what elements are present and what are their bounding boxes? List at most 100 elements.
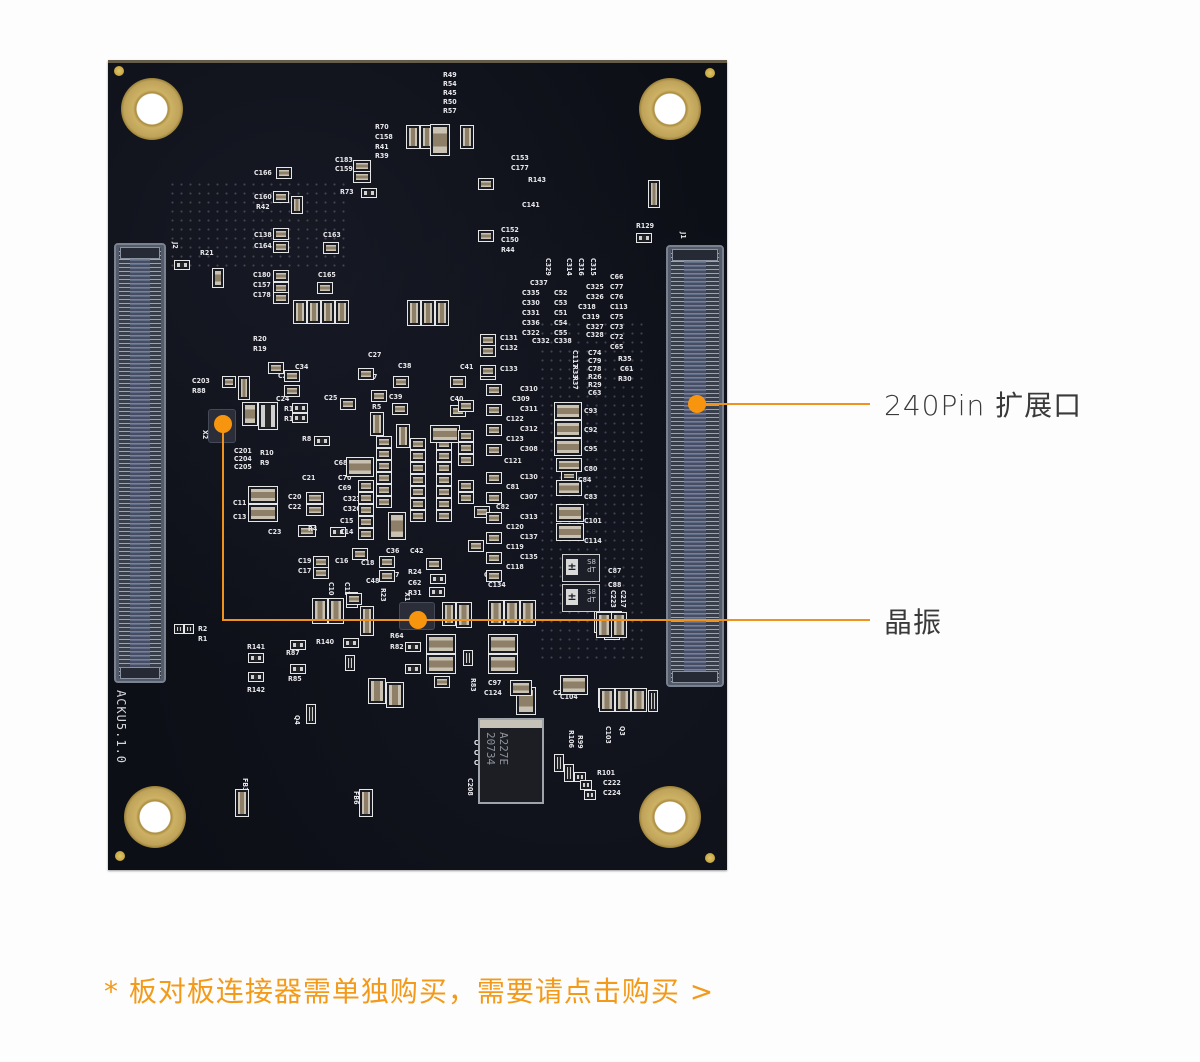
buy-connector-link[interactable]: * 板对板连接器需单独购买，需要请点击购买 > (104, 975, 715, 1008)
resistor (248, 653, 264, 663)
silk-label: C203 (192, 377, 210, 385)
silk-label: C97 (488, 679, 502, 687)
capacitor (317, 282, 333, 294)
silk-label: C42 (410, 547, 424, 555)
silk-label: C10 (327, 582, 335, 596)
silk-label: C157 (253, 281, 271, 289)
capacitor (410, 498, 426, 510)
capacitor (434, 676, 450, 688)
silk-label: C123 (506, 435, 524, 443)
capacitor (358, 516, 374, 528)
capacitor (340, 398, 356, 410)
silk-label: C158 (375, 133, 393, 141)
silk-label: R20 (253, 335, 267, 343)
pcb-version-label: ACKU5.1.0 (114, 690, 128, 765)
silk-label: C308 (520, 445, 538, 453)
capacitor (556, 480, 582, 496)
capacitor (436, 450, 452, 462)
capacitor (248, 504, 278, 522)
resistor (292, 403, 308, 413)
capacitor (611, 612, 627, 638)
silk-label: C92 (584, 426, 598, 434)
silk-label: C84 (578, 476, 592, 484)
silk-label: C80 (584, 465, 598, 473)
silk-label: C72 (610, 333, 624, 341)
capacitor (556, 523, 584, 541)
silk-label: C122 (506, 415, 524, 423)
capacitor (323, 242, 339, 254)
resistor (174, 624, 184, 634)
silk-label: C25 (324, 394, 338, 402)
capacitor (556, 504, 584, 522)
resistor (584, 790, 596, 800)
capacitor (376, 460, 392, 472)
silk-label: R70 (375, 123, 389, 131)
capacitor (478, 230, 494, 242)
silk-label: C328 (586, 331, 604, 339)
fiducial-bottom-left (115, 851, 125, 861)
silk-label: R87 (286, 649, 300, 657)
capacitor (222, 376, 236, 388)
silk-label: C336 (522, 319, 540, 327)
capacitor (430, 425, 460, 443)
silk-label: C19 (298, 557, 312, 565)
silk-label: C113 (610, 303, 628, 311)
capacitor (468, 540, 484, 552)
capacitor (410, 474, 426, 486)
capacitor (458, 400, 474, 412)
silk-label: C323 (343, 495, 361, 503)
capacitor (410, 486, 426, 498)
capacitor (353, 171, 371, 183)
capacitor (358, 480, 374, 492)
silk-label: C120 (506, 523, 524, 531)
silk-label: R88 (192, 387, 206, 395)
silk-label: C24 (276, 395, 290, 403)
silk-label: C48 (366, 577, 380, 585)
silk-label: C222 (603, 779, 621, 787)
callout-dot-crystal-x2 (214, 415, 232, 433)
capacitor (458, 492, 474, 504)
silk-label: C82 (496, 503, 510, 511)
silk-label: C70 (338, 474, 352, 482)
silk-label: C23 (268, 528, 282, 536)
silk-label: C39 (389, 393, 403, 401)
silk-label: R54 (443, 80, 457, 88)
silk-label: C180 (253, 271, 271, 279)
capacitor (486, 444, 502, 456)
silk-label: C66 (610, 273, 624, 281)
silk-label: R39 (375, 152, 389, 160)
capacitor (376, 448, 392, 460)
silk-label: C313 (520, 513, 538, 521)
resistor (580, 780, 592, 790)
silk-label: C76 (610, 293, 624, 301)
capacitor (284, 370, 300, 382)
callout-line-crystal-horizontal (222, 619, 870, 621)
capacitor (436, 510, 452, 522)
capacitor (248, 486, 278, 504)
capacitor (554, 420, 582, 438)
resistor (405, 642, 421, 652)
silk-label: R41 (375, 143, 389, 151)
resistor-array (258, 402, 278, 430)
silk-label: C61 (620, 365, 634, 373)
silk-label: C307 (520, 493, 538, 501)
silk-label: FB6 (352, 791, 360, 805)
silk-x1: X1 (403, 592, 411, 602)
silk-label: R19 (253, 345, 267, 353)
capacitor (426, 654, 456, 674)
silk-label: C138 (254, 231, 272, 239)
silk-label: R5 (372, 403, 382, 411)
callout-line-crystal-vertical (222, 424, 224, 621)
connector-j1 (666, 245, 724, 687)
capacitor (321, 300, 335, 324)
silk-label: C83 (584, 493, 598, 501)
silk-label: C68 (334, 459, 348, 467)
silk-label: R37 (571, 376, 579, 390)
silk-label: C330 (522, 299, 540, 307)
capacitor (273, 270, 289, 282)
silk-label: C164 (254, 242, 272, 250)
silk-label: C81 (506, 483, 520, 491)
silk-label: C103 (604, 726, 612, 744)
capacitor (480, 365, 496, 377)
